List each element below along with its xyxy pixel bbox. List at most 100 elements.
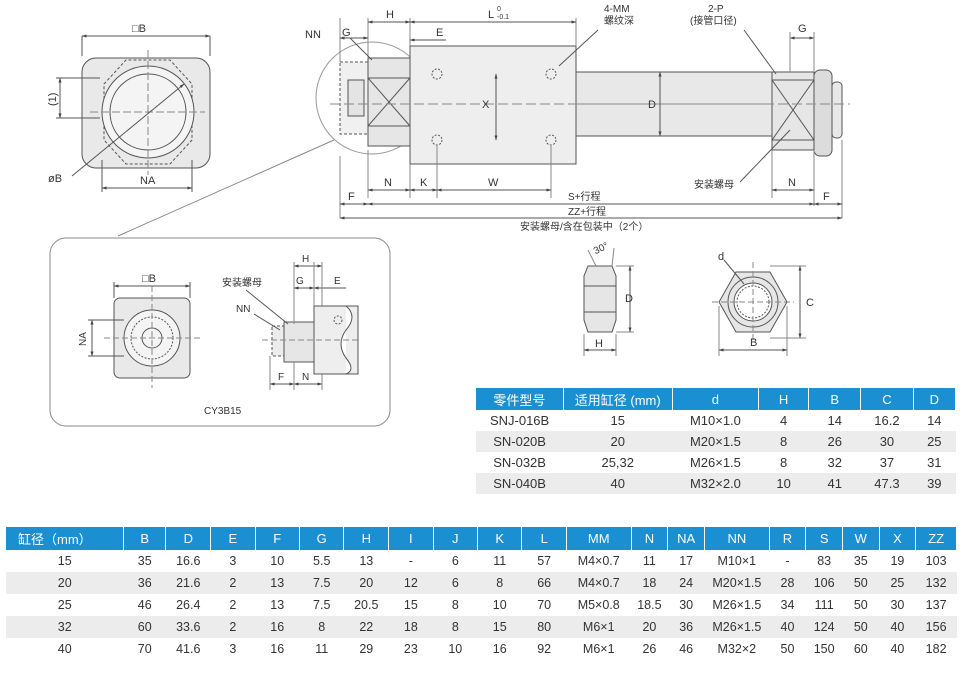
cell: 132 [915, 572, 957, 594]
nut-table-header-row: 零件型号 适用缸径 (mm) d H B C D [476, 388, 957, 410]
cell: 20 [631, 616, 668, 638]
cell: M32×2 [717, 642, 757, 656]
nut-cell: SN-040B [476, 473, 564, 494]
table-row: SN-040B 40 M32×2.0 10 41 47.3 39 [476, 473, 956, 494]
cell: 60 [123, 616, 166, 638]
col-l: L [521, 527, 567, 550]
cell: 25 [57, 598, 72, 612]
cell: 20.5 [354, 598, 379, 612]
cell: 36 [667, 616, 705, 638]
main-n-right-label: N [788, 177, 796, 189]
nut-front-b-label: B [750, 337, 757, 349]
cell: 30 [890, 598, 905, 612]
nut-spec-table: 零件型号 适用缸径 (mm) d H B C D SNJ-016B 15 M10… [476, 388, 957, 494]
end-view-b-label: □B [132, 23, 146, 35]
main-nut-note: 安装螺母/含在包装中（2个） [520, 220, 648, 233]
detail-nn-label: NN [236, 304, 250, 315]
cell: 50 [842, 572, 880, 594]
cell: 5.5 [313, 554, 331, 568]
end-view-dia-label: øB [48, 173, 62, 185]
end-view [56, 34, 211, 192]
cell: 29 [359, 642, 374, 656]
cell: 8 [477, 572, 522, 594]
cell: 50 [780, 642, 795, 656]
cell: 41.6 [176, 642, 201, 656]
cell: 15 [403, 598, 418, 612]
cell: 18 [631, 572, 668, 594]
main-k-label: K [420, 177, 428, 189]
main-e-label: E [436, 27, 443, 39]
main-zz-stroke-label: ZZ+行程 [568, 205, 606, 218]
cell: 18.5 [637, 598, 662, 612]
nut-cell: M26×1.5 [689, 455, 741, 470]
nut-cell: 14 [827, 413, 842, 428]
col-g: G [299, 527, 345, 550]
nut-col-d: d [672, 388, 760, 410]
nut-cell: 32 [827, 455, 842, 470]
nut-cell: 4 [779, 413, 788, 428]
cell: 35 [137, 554, 152, 568]
nut-cell: 47.3 [860, 473, 914, 494]
nut-cell: SN-032B [493, 455, 546, 470]
nut-cell: 10 [758, 473, 809, 494]
end-view-1-label: (1) [47, 93, 59, 106]
end-view-na-label: NA [140, 175, 156, 187]
cell: 26 [642, 642, 657, 656]
cell: 50 [853, 598, 868, 612]
cell: 8 [299, 616, 344, 638]
col-x: X [879, 527, 917, 550]
cell: 124 [805, 616, 843, 638]
nut-cell: 26 [808, 431, 861, 452]
nut-cell: SN-020B [476, 431, 564, 452]
cell: 106 [805, 572, 843, 594]
col-k: K [477, 527, 523, 550]
nut-cell: 14 [927, 413, 942, 428]
cell: 22 [343, 616, 389, 638]
cell: 18 [388, 616, 434, 638]
main-mm-desc: 螺纹深 [604, 14, 634, 27]
nut-cell: 8 [779, 455, 788, 470]
detail-n-label: N [302, 372, 309, 383]
cell: 92 [537, 642, 552, 656]
cell: 11 [642, 554, 656, 568]
cell: 2 [229, 598, 237, 612]
cell: 13 [270, 598, 285, 612]
nut-col-h: H [758, 388, 810, 410]
col-e: E [210, 527, 256, 550]
table-row: 32 60 33.6 2 16 8 22 18 8 15 80 M6×1 20 … [6, 616, 957, 638]
cell: - [408, 554, 413, 568]
cell: 103 [925, 554, 947, 568]
nut-cell: 31 [927, 455, 942, 470]
nut-col-bore: 适用缸径 (mm) [563, 388, 673, 410]
nut-col-part: 零件型号 [476, 388, 564, 410]
cell: 36 [123, 572, 166, 594]
cell: 40 [879, 616, 916, 638]
main-view [117, 18, 850, 237]
main-g-right-label: G [798, 23, 807, 35]
cell: 2 [210, 572, 255, 594]
nut-cell: 15 [610, 413, 625, 428]
nut-cell: 20 [563, 431, 673, 452]
main-f-label: F [348, 191, 355, 203]
col-i: I [388, 527, 434, 550]
nut-side-view [583, 247, 634, 356]
cell: 10 [492, 598, 507, 612]
col-w: W [842, 527, 880, 550]
cell: 8 [433, 616, 478, 638]
main-l-tol-bottom: -0.1 [497, 14, 509, 21]
main-table-header-row: 缸径（mm） B D E F G H I J K L MM N NA NN R … [6, 527, 957, 550]
cell: 28 [769, 572, 806, 594]
cell: 7.5 [313, 598, 331, 612]
main-h-label: H [386, 9, 394, 21]
detail-f-label: F [278, 372, 284, 383]
col-n: N [631, 527, 669, 550]
col-zz: ZZ [915, 527, 957, 550]
main-s-stroke-label: S+行程 [568, 190, 601, 203]
cell: - [785, 554, 790, 568]
nut-front-c-label: C [806, 297, 814, 309]
main-l-label: L [488, 9, 494, 21]
main-n-label: N [384, 177, 392, 189]
col-d: D [165, 527, 212, 550]
nut-cell: 25,32 [601, 455, 635, 470]
cell: 15 [477, 616, 522, 638]
